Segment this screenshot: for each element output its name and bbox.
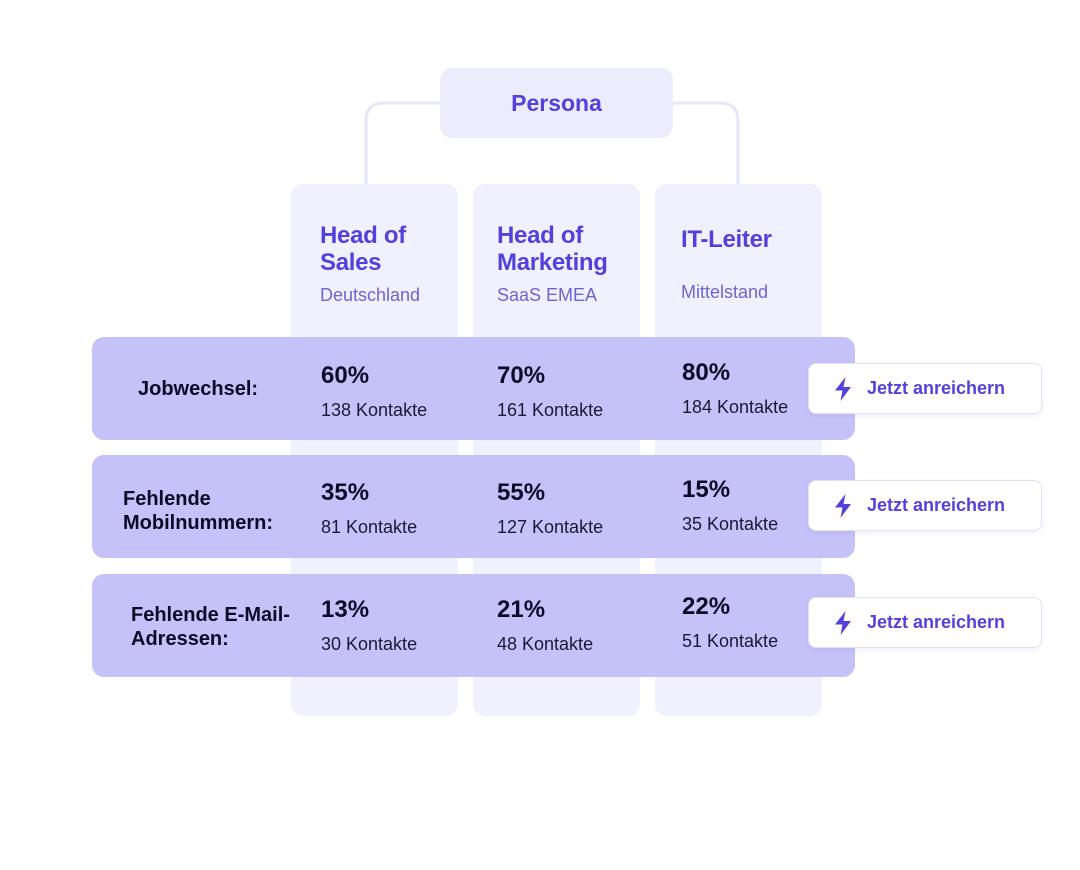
metric-cell: 70% 161 Kontakte [497,362,603,420]
metric-count: 127 Kontakte [497,517,604,537]
persona-subtitle: Mittelstand [681,282,769,302]
enrich-button-jobwechsel[interactable]: Jetzt anreichern [808,363,1042,414]
lightning-bolt-icon [833,610,853,636]
persona-title: Head of Sales [320,222,406,276]
metric-cell: 55% 127 Kontakte [497,479,603,537]
metric-label: Jobwechsel: [138,378,259,400]
persona-root-label: Persona [511,89,602,116]
metric-cell: 35% 81 Kontakte [321,479,417,537]
metric-row-fehlende-email-adressen: Fehlende E-Mail-Adressen: 13% 30 Kontakt… [92,574,855,677]
metric-cell: 15% 35 Kontakte [682,476,778,534]
metric-cell: 22% 51 Kontakte [682,593,778,651]
metric-label: Fehlende Mobilnummern: [123,488,273,534]
metric-cell: 21% 48 Kontakte [497,596,593,654]
metric-row-fehlende-mobilnummern: Fehlende Mobilnummern: 35% 81 Kontakte 5… [92,455,855,558]
enrich-button-label: Jetzt anreichern [867,495,1006,515]
enrich-button-mobilnummern[interactable]: Jetzt anreichern [808,480,1042,531]
persona-title: Head of Marketing [497,222,608,276]
metric-count: 48 Kontakte [497,634,594,654]
metric-label: Fehlende E-Mail-Adressen: [131,604,290,650]
metric-percent: 60% [321,362,370,389]
metric-cell: 13% 30 Kontakte [321,596,417,654]
metric-count: 30 Kontakte [321,634,418,654]
enrich-button-label: Jetzt anreichern [867,378,1006,398]
metric-percent: 35% [321,479,370,506]
lightning-bolt-icon [833,493,853,519]
enrich-button-email-adressen[interactable]: Jetzt anreichern [808,597,1042,648]
metric-percent: 80% [682,359,731,386]
persona-subtitle: Deutschland [320,285,421,305]
metric-percent: 21% [497,596,546,623]
connector-left [364,101,440,184]
metric-percent: 55% [497,479,546,506]
metric-cell: 60% 138 Kontakte [321,362,427,420]
metric-count: 81 Kontakte [321,517,418,537]
persona-title: IT-Leiter [681,226,772,253]
metric-percent: 70% [497,362,546,389]
metric-count: 35 Kontakte [682,514,779,534]
metric-percent: 15% [682,476,731,503]
metric-count: 161 Kontakte [497,400,604,420]
metric-percent: 22% [682,593,731,620]
metric-count: 138 Kontakte [321,400,428,420]
enrich-button-label: Jetzt anreichern [867,612,1006,632]
persona-root-node: Persona [440,68,673,138]
metric-cell: 80% 184 Kontakte [682,359,788,417]
metric-row-jobwechsel: Jobwechsel: 60% 138 Kontakte 70% 161 Kon… [92,337,855,440]
metric-percent: 13% [321,596,370,623]
metric-count: 184 Kontakte [682,397,789,417]
persona-subtitle: SaaS EMEA [497,285,598,305]
metric-count: 51 Kontakte [682,631,779,651]
lightning-bolt-icon [833,376,853,402]
connector-right [673,101,740,184]
